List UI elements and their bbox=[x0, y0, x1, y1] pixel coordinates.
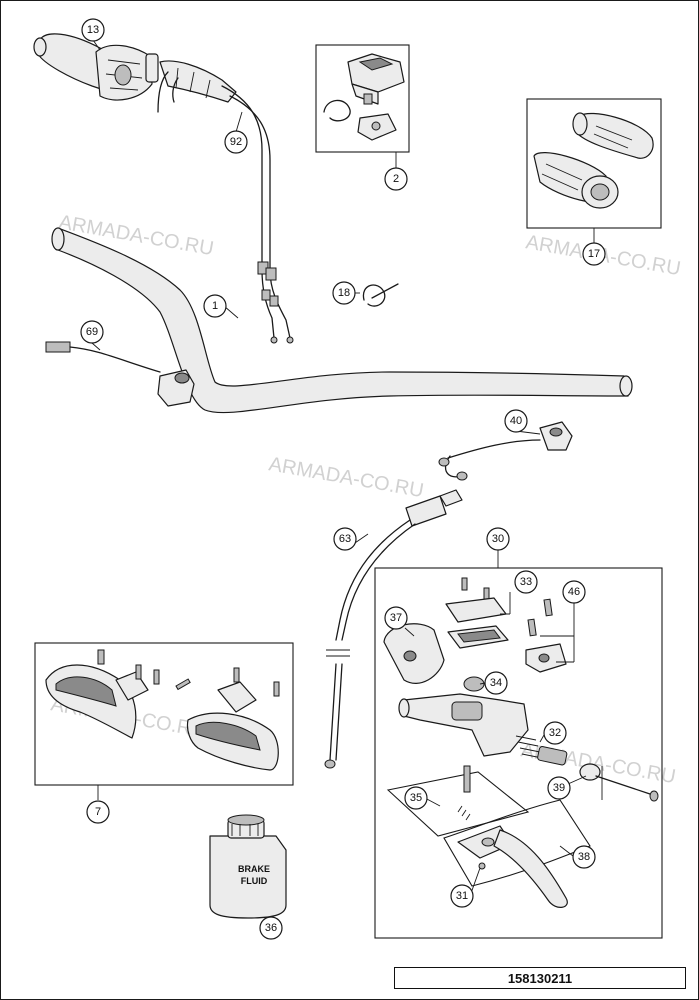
brake-fluid-label-line1: BRAKE bbox=[238, 864, 270, 874]
svg-text:1: 1 bbox=[212, 300, 218, 312]
svg-text:30: 30 bbox=[492, 533, 504, 545]
svg-text:2: 2 bbox=[393, 173, 399, 185]
callout-39: 39 bbox=[547, 776, 571, 800]
svg-text:39: 39 bbox=[553, 782, 565, 794]
callout-40: 40 bbox=[504, 409, 528, 433]
callout-17: 17 bbox=[582, 242, 606, 266]
brake-line-drawing bbox=[324, 489, 463, 769]
callout-1: 1 bbox=[203, 294, 227, 318]
svg-text:18: 18 bbox=[338, 287, 350, 299]
handguards-box-drawing bbox=[34, 642, 294, 800]
callout-35: 35 bbox=[404, 786, 428, 810]
svg-text:63: 63 bbox=[339, 533, 351, 545]
callout-37: 37 bbox=[384, 606, 408, 630]
svg-text:92: 92 bbox=[230, 136, 242, 148]
drawing-number: 158130211 bbox=[394, 967, 686, 989]
svg-text:13: 13 bbox=[87, 24, 99, 36]
map-switch-drawing bbox=[45, 341, 195, 407]
svg-text:34: 34 bbox=[490, 677, 502, 689]
callout-13: 13 bbox=[81, 18, 105, 42]
callout-34: 34 bbox=[484, 671, 508, 695]
brake-fluid-bottle-drawing: BRAKE FLUID bbox=[209, 814, 287, 919]
callout-69: 69 bbox=[80, 320, 104, 344]
watermarks: ARMADA-CO.RU ARMADA-CO.RU ARMADA-CO.RU A… bbox=[49, 211, 682, 788]
grips-box-drawing bbox=[526, 98, 662, 244]
svg-text:36: 36 bbox=[265, 922, 277, 934]
callout-36: 36 bbox=[259, 916, 283, 940]
callout-63: 63 bbox=[333, 527, 357, 551]
callout-30: 30 bbox=[486, 527, 510, 551]
svg-text:46: 46 bbox=[568, 586, 580, 598]
throttle-grip-drawing bbox=[33, 33, 159, 101]
svg-text:33: 33 bbox=[520, 576, 532, 588]
callout-33: 33 bbox=[514, 570, 538, 594]
callout-18: 18 bbox=[332, 281, 356, 305]
cable-tie-drawing bbox=[362, 283, 399, 307]
callout-31: 31 bbox=[450, 884, 474, 908]
callout-38: 38 bbox=[572, 845, 596, 869]
svg-text:7: 7 bbox=[95, 806, 101, 818]
callout-46: 46 bbox=[562, 580, 586, 604]
throttle-cables-drawing bbox=[157, 60, 294, 344]
svg-text:37: 37 bbox=[390, 612, 402, 624]
callout-2: 2 bbox=[384, 167, 408, 191]
switch-40-drawing bbox=[438, 421, 573, 481]
callout-92: 92 bbox=[224, 130, 248, 154]
svg-text:32: 32 bbox=[549, 727, 561, 739]
svg-text:31: 31 bbox=[456, 890, 468, 902]
callout-32: 32 bbox=[543, 721, 567, 745]
callout-7: 7 bbox=[86, 800, 110, 824]
svg-text:69: 69 bbox=[86, 326, 98, 338]
switch-box-drawing bbox=[315, 44, 410, 168]
svg-text:17: 17 bbox=[588, 248, 600, 260]
watermark-3: ARMADA-CO.RU bbox=[267, 453, 425, 502]
svg-text:35: 35 bbox=[410, 792, 422, 804]
svg-text:38: 38 bbox=[578, 851, 590, 863]
master-cylinder-box-drawing bbox=[374, 547, 663, 939]
handlebar-drawing bbox=[51, 227, 633, 414]
brake-fluid-label-line2: FLUID bbox=[241, 876, 268, 886]
svg-text:40: 40 bbox=[510, 415, 522, 427]
